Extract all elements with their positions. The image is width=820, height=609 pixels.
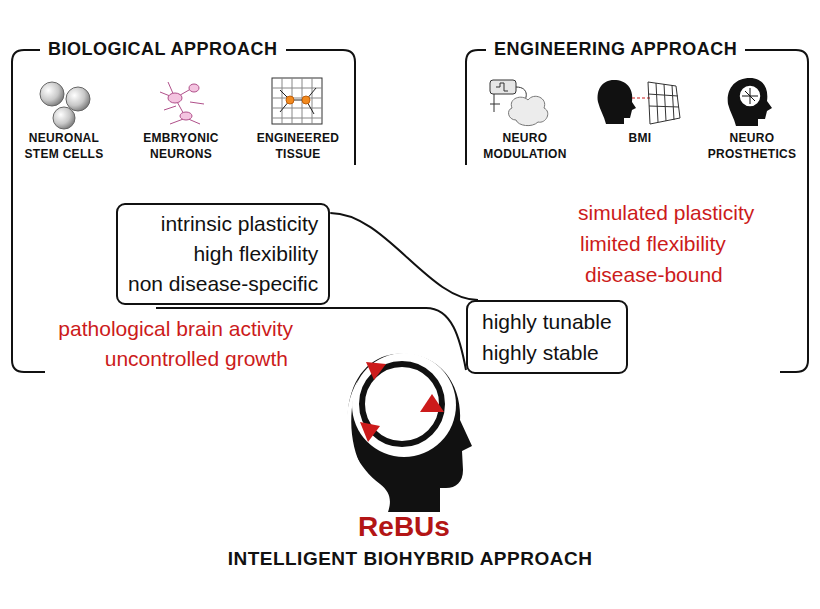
brain: [509, 96, 548, 125]
brand-subtitle: INTELLIGENT BIOHYBRID APPROACH: [228, 548, 593, 570]
drawback-text: pathological brain activity: [58, 316, 293, 342]
pulse: [496, 83, 508, 91]
tissue-icon: [272, 78, 322, 124]
neurite: [280, 88, 316, 114]
head-silhouette: [348, 354, 472, 512]
feature-text: non disease-specific: [128, 269, 318, 299]
head-silhouette: [728, 78, 772, 126]
head-window: [352, 353, 456, 457]
region-heading: BIOLOGICAL APPROACH: [40, 38, 286, 60]
icon-label: NEURONAL STEM CELLS: [18, 130, 110, 162]
region-bracket: [466, 50, 808, 372]
soma: [189, 84, 199, 92]
cycle-arrowhead: [366, 362, 386, 380]
cycle-arrowhead: [360, 422, 380, 442]
cell: [66, 87, 90, 111]
cell: [53, 107, 75, 129]
feature-text: highly stable: [482, 337, 612, 368]
icon-label: ENGINEERED TISSUE: [252, 130, 344, 162]
feature-text: intrinsic plasticity: [128, 209, 318, 239]
drawback-text: limited flexibility: [580, 231, 726, 257]
rebus-logo: [347, 353, 472, 512]
neurite: [164, 102, 204, 110]
connector-curve: [330, 213, 478, 300]
neuromodulation-icon: [490, 80, 548, 126]
device-grid: [648, 82, 680, 124]
feature-box: intrinsic plasticityhigh flexibilitynon …: [116, 203, 330, 305]
drawback-text: simulated plasticity: [578, 200, 754, 226]
implant: [739, 85, 761, 107]
icon-label: NEURO MODULATION: [479, 130, 571, 162]
drawback-text: disease-bound: [585, 262, 723, 288]
circuit: [742, 88, 758, 104]
stimulator: [490, 80, 516, 94]
neuroprosthetics-icon: [728, 78, 772, 126]
soma: [180, 112, 192, 120]
head-silhouette: [598, 80, 636, 124]
neurons-icon: [160, 82, 204, 124]
stem-cells-icon: [40, 82, 90, 129]
grid-lines: [272, 78, 322, 124]
feature-box: highly tunablehighly stable: [466, 300, 628, 374]
cycle-arrowhead: [420, 394, 444, 412]
feature-text: highly tunable: [482, 306, 612, 337]
feature-text: high flexibility: [128, 239, 318, 269]
cell: [286, 96, 294, 104]
soma: [168, 93, 182, 103]
cell: [40, 82, 64, 106]
brand-name: ReBUs: [358, 511, 450, 543]
region-bracket: [12, 50, 355, 372]
signal-line: [632, 98, 650, 99]
icon-label: EMBRYONIC NEURONS: [135, 130, 227, 162]
cell: [302, 96, 310, 104]
icon-label: BMI: [594, 130, 686, 146]
grid-frame: [272, 78, 322, 124]
drawback-text: uncontrolled growth: [105, 346, 288, 372]
region-heading: ENGINEERING APPROACH: [486, 38, 745, 60]
icon-label: NEURO PROSTHETICS: [706, 130, 798, 162]
bmi-icon: [598, 80, 680, 124]
